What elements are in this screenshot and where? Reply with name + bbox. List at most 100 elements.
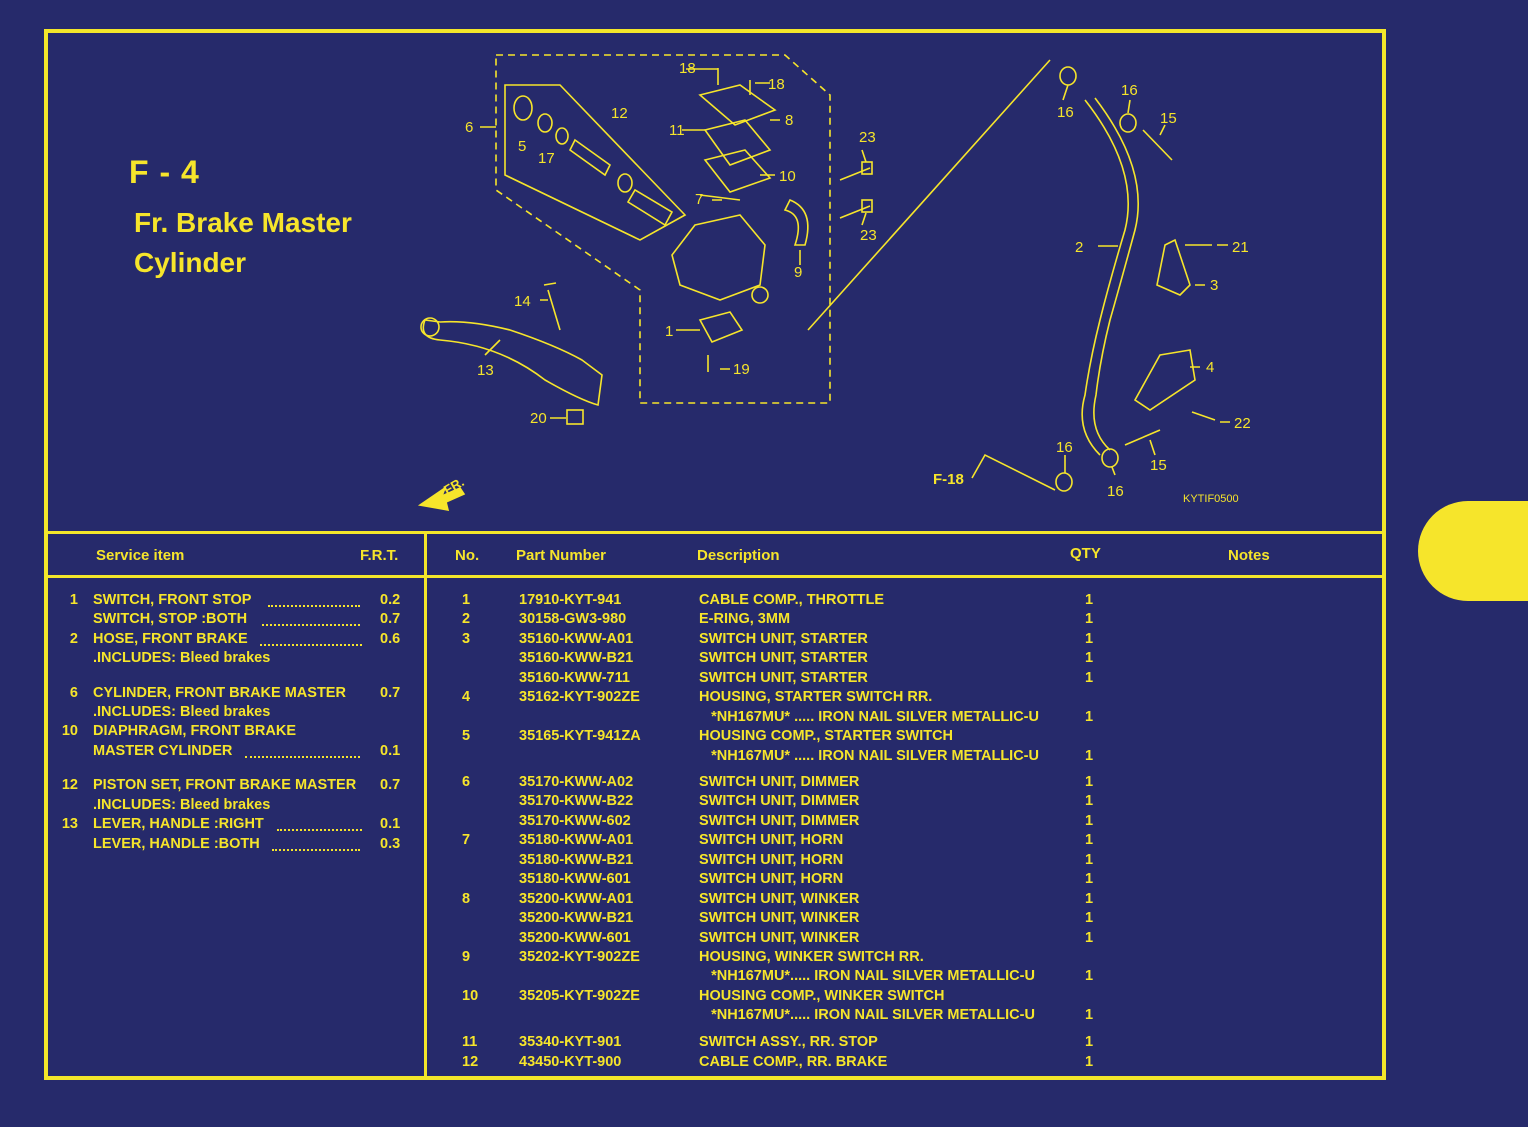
service-row-description: SWITCH, STOP :BOTH [93, 611, 248, 627]
svg-text:18: 18 [679, 60, 696, 77]
service-row-number: 10 [61, 723, 78, 739]
svg-text:8: 8 [785, 112, 793, 129]
dot-leader [277, 829, 362, 831]
frt-header: F.R.T. [360, 547, 399, 564]
part-row-number: 6 [462, 774, 471, 790]
table-top-rule [46, 531, 1386, 534]
part-number-header: Part Number [516, 547, 607, 564]
part-row-description: SWITCH UNIT, HORN [699, 832, 844, 848]
part-row-part-number: 35200-KWW-B21 [519, 910, 634, 926]
svg-text:16: 16 [1056, 439, 1073, 456]
part-row-part-number: 17910-KYT-941 [519, 592, 622, 608]
service-row-description: LEVER, HANDLE :RIGHT [93, 816, 264, 832]
part-row-part-number: 35170-KWW-602 [519, 813, 631, 829]
part-row: 35200-KWW-601 SWITCH UNIT, WINKER 1 [0, 930, 1380, 950]
part-row-description: *NH167MU*..... IRON NAIL SILVER METALLIC… [699, 968, 1035, 984]
service-row-description: .INCLUDES: Bleed brakes [93, 797, 271, 813]
part-row-description: HOUSING COMP., STARTER SWITCH [699, 728, 954, 744]
part-row-number: 8 [462, 891, 471, 907]
part-row-number: 1 [462, 592, 471, 608]
part-row-part-number: 35162-KYT-902ZE [519, 689, 640, 705]
part-row-part-number: 30158-GW3-980 [519, 611, 627, 627]
part-row-number: 10 [462, 988, 479, 1004]
part-row-qty: 1 [1085, 813, 1094, 829]
part-row-qty: 1 [1085, 832, 1094, 848]
part-row-description: SWITCH UNIT, WINKER [699, 891, 860, 907]
service-row-number: 6 [69, 685, 78, 701]
part-row-qty: 1 [1085, 871, 1094, 887]
description-header: Description [697, 547, 780, 564]
service-row-number: 2 [69, 631, 78, 647]
part-row-qty: 1 [1085, 1034, 1094, 1050]
svg-text:4: 4 [1206, 359, 1214, 376]
part-row-part-number: 35200-KWW-A01 [519, 891, 634, 907]
table-column-divider [424, 531, 427, 1080]
service-row-frt: 0.3 [380, 836, 401, 852]
side-tab[interactable] [1418, 501, 1528, 601]
part-row-part-number: 35170-KWW-A02 [519, 774, 634, 790]
page-title: Fr. Brake Master Cylinder [134, 207, 352, 278]
service-row-number: 12 [61, 777, 78, 793]
svg-text:15: 15 [1160, 110, 1177, 127]
dot-leader [262, 624, 360, 626]
svg-text:11: 11 [669, 122, 685, 139]
part-row-description: *NH167MU* ..... IRON NAIL SILVER METALLI… [699, 748, 1039, 764]
svg-text:23: 23 [860, 227, 877, 244]
svg-text:22: 22 [1234, 415, 1251, 432]
service-row-description: CYLINDER, FRONT BRAKE MASTER [93, 685, 346, 701]
part-row-qty: 1 [1085, 650, 1094, 666]
part-row: *NH167MU*..... IRON NAIL SILVER METALLIC… [0, 968, 1380, 988]
service-row-description: PISTON SET, FRONT BRAKE MASTER [93, 777, 357, 793]
svg-text:16: 16 [1107, 483, 1124, 500]
part-row-part-number: 35160-KWW-A01 [519, 631, 634, 647]
page-frame [44, 29, 1386, 1080]
part-row-part-number: 35200-KWW-601 [519, 930, 631, 946]
service-row-frt: 0.7 [380, 777, 401, 793]
part-row-qty: 1 [1085, 793, 1094, 809]
service-row-description: LEVER, HANDLE :BOTH [93, 836, 260, 852]
part-row-part-number: 35180-KWW-A01 [519, 832, 634, 848]
service-row-frt: 0.6 [380, 631, 401, 647]
part-row-part-number: 43450-KYT-900 [519, 1054, 622, 1070]
part-row-qty: 1 [1085, 930, 1094, 946]
svg-text:16: 16 [1121, 82, 1138, 99]
service-row-number: 13 [61, 816, 78, 832]
part-row-description: HOUSING, WINKER SWITCH RR. [699, 949, 924, 965]
part-row-qty: 1 [1085, 910, 1094, 926]
svg-text:3: 3 [1210, 277, 1218, 294]
service-row-frt: 0.1 [380, 743, 401, 759]
part-row-description: SWITCH UNIT, STARTER [699, 670, 868, 686]
part-row-part-number: 35180-KWW-601 [519, 871, 631, 887]
part-row-description: SWITCH ASSY., RR. STOP [699, 1034, 878, 1050]
figure-code: KYTIF0500 [1183, 493, 1239, 505]
no-header: No. [455, 547, 480, 564]
part-row: *NH167MU* ..... IRON NAIL SILVER METALLI… [0, 709, 1380, 729]
part-row-description: HOUSING, STARTER SWITCH RR. [699, 689, 933, 705]
dot-leader [268, 605, 360, 607]
qty-header: QTY [1070, 545, 1101, 562]
part-row-qty: 1 [1085, 1054, 1094, 1070]
part-row-part-number: 35180-KWW-B21 [519, 852, 634, 868]
part-row-description: SWITCH UNIT, HORN [699, 871, 844, 887]
part-row-part-number: 35205-KYT-902ZE [519, 988, 640, 1004]
part-row-qty: 1 [1085, 968, 1094, 984]
part-row-description: SWITCH UNIT, WINKER [699, 930, 860, 946]
svg-text:13: 13 [477, 362, 494, 379]
part-row-description: SWITCH UNIT, DIMMER [699, 774, 860, 790]
svg-text:14: 14 [514, 293, 531, 310]
part-row-description: CABLE COMP., RR. BRAKE [699, 1054, 888, 1070]
svg-text:16: 16 [1057, 104, 1074, 121]
